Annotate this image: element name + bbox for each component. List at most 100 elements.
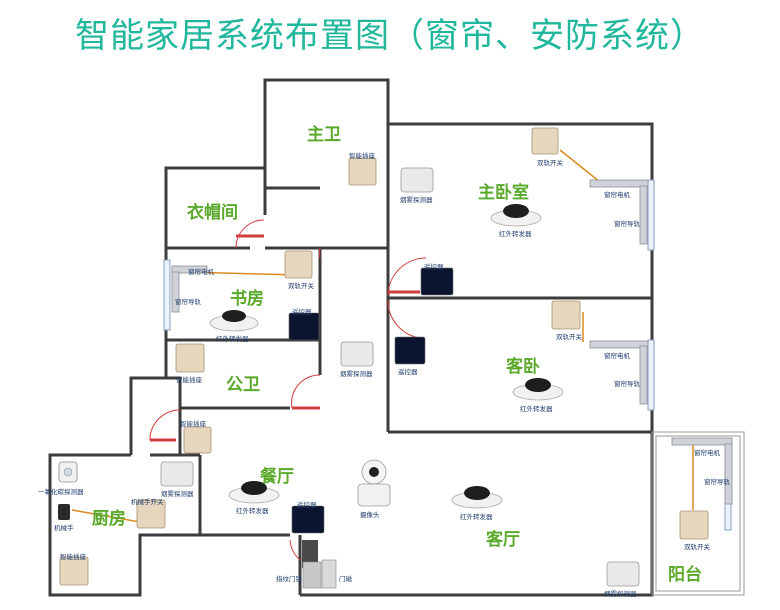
label-track-study: 窗帘导轨 — [175, 298, 201, 306]
label-socket-master-bath: 智能插座 — [349, 152, 375, 160]
lock-body — [302, 540, 318, 568]
screens — [288, 267, 454, 534]
panel-master-bath — [348, 157, 377, 186]
door-leaves — [150, 234, 420, 442]
label-remote-dining: 遥控器 — [297, 501, 317, 509]
window-guest — [647, 339, 655, 411]
camera-base — [357, 483, 391, 507]
smoke-dining — [160, 461, 194, 487]
label-manipulator: 机械手 — [54, 524, 74, 532]
balcony-inner — [655, 435, 741, 592]
panel-pubbath-socket — [175, 343, 205, 373]
wall-master-bath — [263, 78, 390, 188]
ir-transmitters — [209, 204, 564, 509]
label-socket-kitchen: 智能插座 — [60, 553, 86, 561]
panel-kitchen-switch — [136, 499, 166, 529]
smoke-master — [400, 167, 434, 193]
label-switch-study: 双轨开关 — [288, 282, 314, 290]
label-ir-master: 红外转发器 — [499, 230, 532, 238]
panels — [59, 127, 709, 586]
label-remote-guest: 遥控器 — [398, 368, 418, 376]
room-public-bath: 公卫 — [226, 375, 260, 395]
track-guest-h — [589, 340, 649, 349]
room-living: 客厅 — [486, 530, 520, 550]
label-fingerprint-lock: 指纹门锁 — [276, 575, 302, 583]
balcony-outer — [651, 431, 745, 596]
smoke-detectors — [160, 167, 640, 587]
label-socket-pubbath: 智能插座 — [176, 376, 202, 384]
window-study — [163, 259, 171, 331]
room-master-bath: 主卫 — [307, 125, 341, 145]
room-balcony: 阳台 — [668, 565, 702, 585]
label-smoke-dining: 烟雾探测器 — [161, 490, 194, 498]
ir-guest-top — [525, 378, 551, 392]
label-smoke-master: 烟雾探测器 — [400, 196, 433, 204]
wire-kitchen — [71, 509, 141, 523]
room-cloakroom: 衣帽间 — [187, 203, 238, 223]
door-cloak — [235, 219, 265, 249]
label-smoke-living: 烟雾探测器 — [604, 590, 637, 598]
track-guest-v — [639, 345, 648, 405]
room-master-bedroom: 主卧室 — [478, 183, 529, 203]
panel-study-switch — [284, 250, 313, 279]
ir-study-top — [222, 310, 246, 322]
label-switch-master: 双轨开关 — [537, 159, 563, 167]
screen-study — [288, 312, 320, 341]
co-detector-dot — [63, 467, 73, 477]
door-master — [387, 257, 427, 297]
track-master-v — [639, 185, 648, 245]
diagram-title: 智能家居系统布置图（窗帘、安防系统） — [75, 16, 705, 56]
label-smoke-hall: 烟雾探测器 — [340, 370, 373, 378]
label-manip-switch: 机械手开关 — [131, 498, 164, 506]
label-camera: 摄像头 — [360, 511, 380, 519]
label-co-detector: 一氧化碳探测器 — [38, 488, 84, 496]
label-track-guest: 窗帘导轨 — [614, 380, 640, 388]
track-study-h — [171, 265, 208, 274]
screen-guest — [394, 336, 426, 365]
door-magnet-body — [321, 559, 337, 589]
ir-dining-top — [241, 481, 267, 495]
panel-balcony-switch — [679, 510, 709, 540]
lock-handle — [302, 561, 322, 589]
label-switch-guest: 双轨开关 — [556, 333, 582, 341]
ir-living-top — [464, 486, 490, 500]
manipulator-body — [58, 504, 70, 520]
door-main — [289, 539, 301, 561]
wall-kitchen — [48, 453, 290, 597]
entry-devices — [302, 540, 337, 589]
ir-master-top — [503, 204, 529, 218]
label-ir-dining: 红外转发器 — [236, 507, 269, 515]
door-guest — [387, 299, 421, 339]
track-master-h — [589, 179, 649, 188]
label-ir-study: 红外转发器 — [216, 335, 249, 343]
label-motor-guest: 窗帘电机 — [604, 352, 630, 360]
room-dining: 餐厅 — [260, 467, 294, 487]
label-door-magnet: 门磁 — [339, 575, 352, 583]
panel-kitchen-socket — [59, 556, 89, 586]
track-balcony-v — [724, 443, 733, 505]
wall-public-bath — [129, 340, 168, 455]
room-study: 书房 — [230, 289, 264, 309]
label-motor-master: 窗帘电机 — [604, 191, 630, 199]
label-switch-balcony: 双轨开关 — [684, 543, 710, 551]
door-smallroom — [149, 409, 181, 441]
label-track-balcony: 窗帘导轨 — [704, 478, 730, 486]
wire-master — [559, 149, 601, 183]
screen-dining — [291, 505, 325, 534]
balcony-walls — [651, 431, 745, 596]
label-remote-study: 遥控器 — [292, 308, 312, 316]
camera-lens — [369, 467, 379, 477]
panel-master-switch — [531, 127, 559, 155]
smoke-living — [606, 561, 640, 587]
curtain-tracks — [171, 179, 733, 505]
track-study-v — [171, 271, 180, 313]
label-ir-guest: 红外转发器 — [520, 405, 553, 413]
wall-cloakroom — [164, 166, 265, 250]
track-balcony-h — [671, 437, 733, 446]
wall-master-bedroom — [388, 122, 654, 434]
door-swings — [149, 219, 427, 561]
panel-guest-switch — [551, 300, 581, 330]
smoke-hall — [340, 341, 374, 367]
